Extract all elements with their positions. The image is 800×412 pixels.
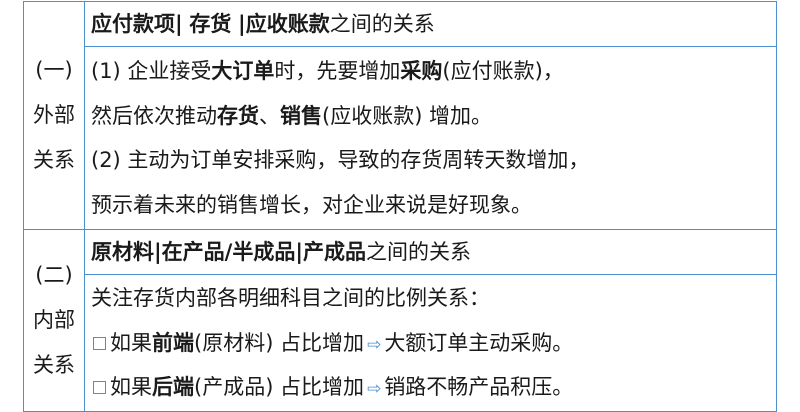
- section2-body: 关注存货内部各明细科目之间的比例关系： 如果前端(原材料) 占比增加⇨大额订单主…: [84, 274, 777, 412]
- body-line: 如果后端(产成品) 占比增加⇨销路不畅产品积压。: [91, 365, 776, 410]
- header-separator: |: [238, 12, 246, 36]
- relationship-table: (一) 外部 关系 应付款项| 存货 |应收账款之间的关系 (1) 企业接受大订…: [23, 1, 777, 412]
- section2-header: 原材料|在产品/半成品|产成品之间的关系: [84, 229, 777, 275]
- body-line: 然后依次推动存货、销售(应收账款) 增加。: [91, 103, 493, 128]
- header-suffix: 之间的关系: [329, 12, 435, 36]
- header-term: 应收账款: [245, 12, 330, 36]
- checkbox-icon: [93, 381, 106, 394]
- body-line: 如果前端(原材料) 占比增加⇨大额订单主动采购。: [91, 321, 776, 366]
- header-term: 产成品: [303, 240, 367, 264]
- arrow-right-icon: ⇨: [367, 334, 382, 355]
- header-separator: |: [175, 12, 183, 36]
- header-separator: |: [154, 240, 162, 264]
- header-term: 应付款项: [91, 12, 175, 36]
- label-line: (一): [35, 58, 73, 82]
- label-line: 内部: [33, 307, 75, 332]
- section1-body: (1) 企业接受大订单时，先要增加采购(应付账款)， 然后依次推动存货、销售(应…: [84, 46, 777, 230]
- label-line: 关系: [33, 352, 75, 377]
- header-term: 存货: [189, 12, 232, 36]
- body-line: (1) 企业接受大订单时，先要增加采购(应付账款)，: [91, 59, 564, 83]
- header-term: 在产品/半成品: [161, 240, 296, 264]
- label-line: 外部: [33, 103, 75, 127]
- body-line: (2) 主动为订单安排采购，导致的存货周转天数增加，: [91, 148, 590, 172]
- label-line: 关系: [33, 148, 75, 172]
- section1-header: 应付款项| 存货 |应收账款之间的关系: [84, 1, 777, 47]
- header-separator: |: [295, 240, 304, 264]
- body-line: 预示着未来的销售增长，对企业来说是好现象。: [91, 192, 532, 217]
- section1-label: (一) 外部 关系: [23, 1, 85, 230]
- header-suffix: 之间的关系: [366, 240, 472, 264]
- section2-label: (二) 内部 关系: [23, 229, 85, 412]
- label-line: (二): [35, 262, 73, 287]
- arrow-right-icon: ⇨: [367, 379, 382, 399]
- body-line: 关注存货内部各明细科目之间的比例关系：: [91, 286, 490, 310]
- header-term: 原材料: [91, 240, 154, 264]
- checkbox-icon: [93, 336, 106, 350]
